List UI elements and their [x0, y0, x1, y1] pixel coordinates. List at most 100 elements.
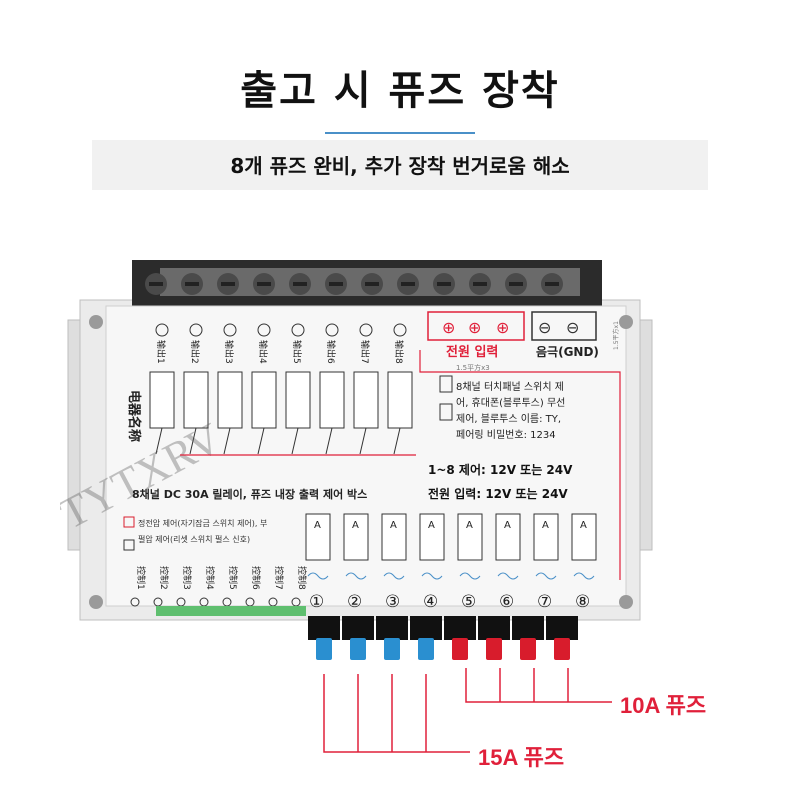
- title-divider: [325, 132, 475, 134]
- screw-slot: [437, 282, 451, 286]
- connector-housing: [546, 616, 578, 640]
- fuse-slot-box: [381, 513, 407, 561]
- screw-slot: [257, 282, 271, 286]
- desc-line: 8채널 터치패널 스위치 제: [456, 380, 564, 393]
- fuse-letter: A: [580, 520, 587, 531]
- fuse-symbol: [535, 572, 557, 580]
- fuse-symbol: [345, 572, 367, 580]
- fuse-symbol: [573, 572, 595, 580]
- power-voltage-label: 전원 입력: 12V 또는 24V: [428, 486, 568, 501]
- relay-switch-line: [189, 427, 197, 455]
- gnd-label: 음극(GND): [536, 344, 599, 359]
- relay-switch-line: [359, 427, 367, 455]
- fuse-symbol: [307, 572, 329, 580]
- fuse-symbol: [421, 572, 443, 580]
- output-label: 输出5: [291, 340, 303, 364]
- connector-housing: [308, 616, 340, 640]
- corner-screw: [619, 595, 633, 609]
- fuse-symbol: [497, 572, 519, 580]
- relay-box: [217, 371, 243, 429]
- output-terminal-mark: [155, 323, 169, 337]
- control-label: 控制7: [273, 566, 285, 590]
- fuse-slot-box: [343, 513, 369, 561]
- output-label: 输出7: [359, 340, 371, 364]
- fuse-15a: [350, 638, 366, 660]
- output-terminal-mark: [257, 323, 271, 337]
- control-label: 控制1: [135, 566, 147, 590]
- control-label: 控制6: [250, 566, 262, 590]
- desc-box-mark: [439, 403, 453, 421]
- relay-switch-line: [155, 427, 163, 455]
- screw-slot: [509, 282, 523, 286]
- output-connectors: [308, 616, 578, 660]
- mode-checkbox: [123, 539, 135, 551]
- connector-housing: [410, 616, 442, 640]
- relay-box: [319, 371, 345, 429]
- fuse15-leader: [323, 674, 470, 753]
- fuse-letter: A: [314, 520, 321, 531]
- output-terminal-mark: [223, 323, 237, 337]
- fuse-number: ④: [423, 592, 438, 612]
- power-terminal-box: [427, 311, 525, 341]
- plus-symbol: ⊕: [468, 318, 481, 337]
- fuse-number: ③: [385, 592, 400, 612]
- relay-box: [353, 371, 379, 429]
- screw-slot: [473, 282, 487, 286]
- output-label: 输出1: [155, 340, 167, 364]
- fuse-slot-box: [571, 513, 597, 561]
- output-label: 输出8: [393, 340, 405, 364]
- fuse-number: ⑥: [499, 592, 514, 612]
- panel-wiring: [419, 350, 621, 580]
- relay-switch-line: [223, 427, 231, 455]
- fuse-letter: A: [352, 520, 359, 531]
- fuse-10a: [452, 638, 468, 660]
- fuse-number: ⑤: [461, 592, 476, 612]
- control-label: 控制5: [227, 566, 239, 590]
- relay-boxes: [149, 371, 413, 455]
- output-terminal-mark: [189, 323, 203, 337]
- fuse-slot-box: [419, 513, 445, 561]
- output-terminal-mark: [359, 323, 373, 337]
- screw-slot: [365, 282, 379, 286]
- relay-switch-line: [325, 427, 333, 455]
- control-label: 控制3: [181, 566, 193, 590]
- fuse-15a: [316, 638, 332, 660]
- fuse-10a: [486, 638, 502, 660]
- desc-line: 어, 휴대폰(블루투스) 무선: [456, 397, 565, 409]
- connector-housing: [444, 616, 476, 640]
- screw-slot: [185, 282, 199, 286]
- screw-slot: [293, 282, 307, 286]
- gnd-terminal-box: [531, 311, 597, 341]
- output-terminal-mark: [393, 323, 407, 337]
- fuse-number: ①: [309, 592, 324, 612]
- output-label: 输出2: [189, 340, 201, 364]
- wire-spec-label: 1.5平方x3: [456, 363, 490, 372]
- fuse-number: ⑧: [575, 592, 590, 612]
- plus-symbol: ⊕: [442, 318, 455, 337]
- plus-symbol: ⊕: [496, 318, 509, 337]
- screw-slot: [149, 282, 163, 286]
- relay-switch-line: [393, 427, 401, 455]
- output-label: 输出3: [223, 340, 235, 364]
- connector-housing: [512, 616, 544, 640]
- page-subtitle: 8개 퓨즈 완비, 추가 장착 번거로움 해소: [230, 154, 570, 178]
- fuse-15a: [384, 638, 400, 660]
- connector-housing: [376, 616, 408, 640]
- fuse-letter: A: [504, 520, 511, 531]
- relay-box: [387, 371, 413, 429]
- desc-line: 페어링 비밀번호: 1234: [456, 429, 556, 441]
- mode-line-2: 펄압 제어(리셋 스위치 펄스 신호): [138, 534, 250, 544]
- control-label: 控制8: [296, 566, 308, 590]
- screw-slot: [401, 282, 415, 286]
- fuse-letter: A: [428, 520, 435, 531]
- fuse-slot-box: [495, 513, 521, 561]
- control-terminal-mark: [130, 597, 140, 607]
- screw-slot: [545, 282, 559, 286]
- side-label: 电器名称: [126, 390, 142, 442]
- fuse-number: ⑦: [537, 592, 552, 612]
- desc-box-mark: [439, 375, 453, 393]
